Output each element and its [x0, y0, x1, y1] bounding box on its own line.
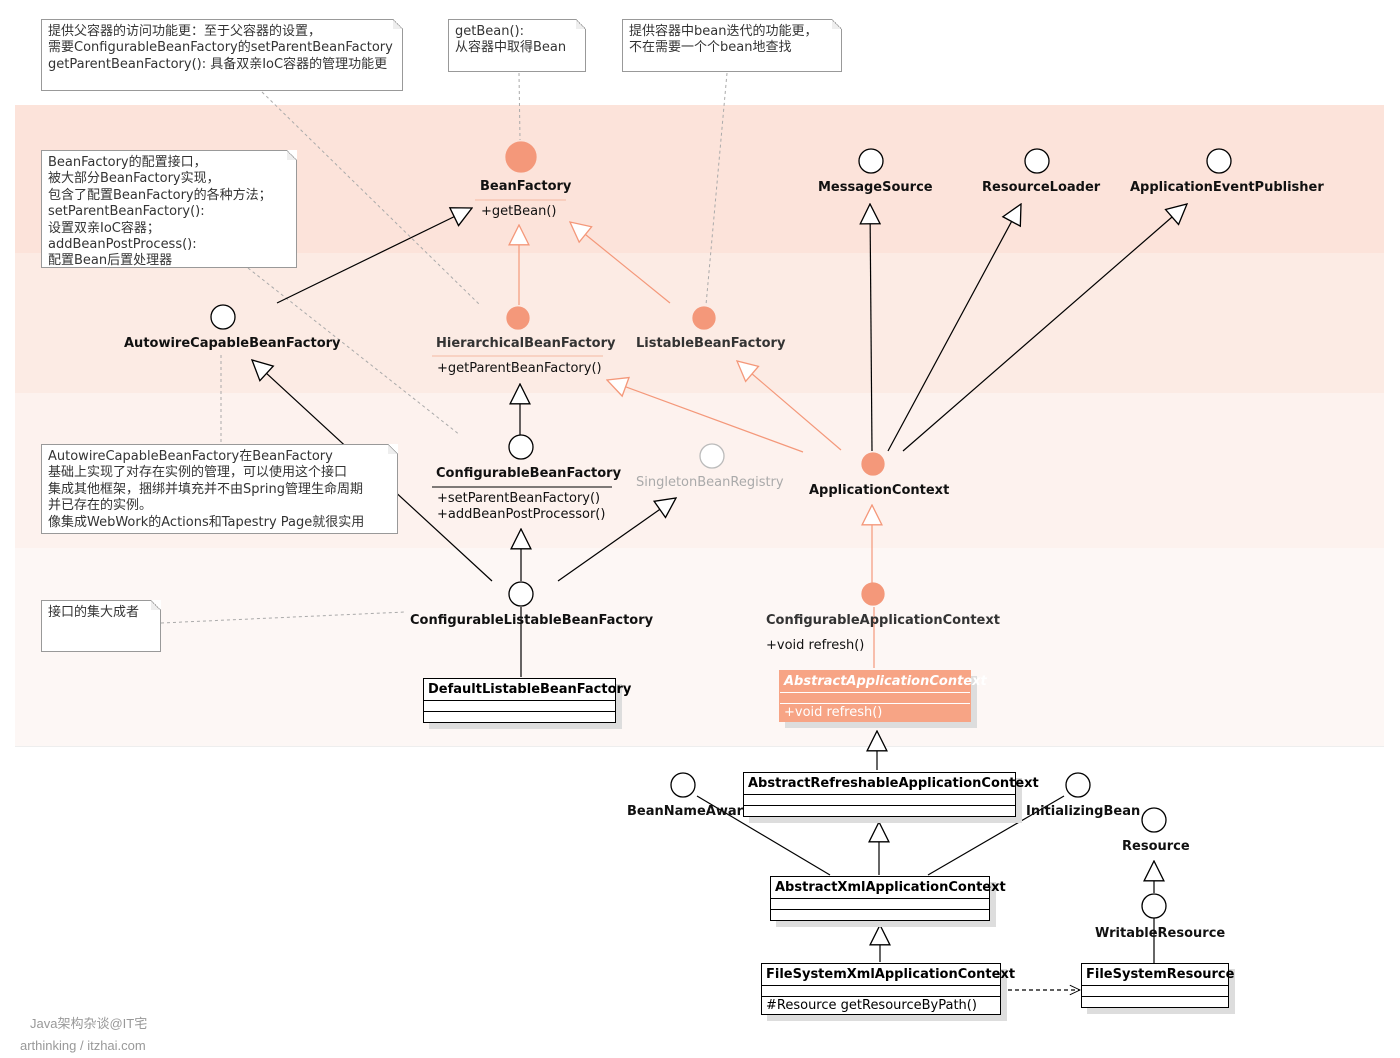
default-listable-name: DefaultListableBeanFactory — [424, 679, 631, 701]
watermark-line1: Java架构杂谈@IT宅 — [30, 1016, 148, 1031]
configurableappctx-label: ConfigurableApplicationContext — [766, 613, 1000, 628]
configurablelistable-label: ConfigurableListableBeanFactory — [410, 613, 654, 628]
fs-xml-attrs — [762, 986, 1000, 997]
fs-resource-ops — [1082, 997, 1228, 1007]
abstract-refreshable-name: AbstractRefreshableApplicationContext — [744, 773, 1039, 795]
resourceloader-circle — [1024, 148, 1050, 174]
band-fourth — [15, 548, 1384, 747]
listable-label: ListableBeanFactory — [636, 336, 786, 351]
fs-xml-name: FileSystemXmlApplicationContext — [762, 964, 1015, 986]
appcontext-circle — [861, 452, 885, 476]
hierarchical-label: HierarchicalBeanFactory — [436, 336, 616, 351]
watermark-line2: arthinking / itzhai.com — [20, 1038, 146, 1053]
class-default-listable: DefaultListableBeanFactory — [423, 678, 631, 723]
class-fs-xml: FileSystemXmlApplicationContext #Resourc… — [761, 963, 1015, 1015]
beanfactory-label: BeanFactory — [480, 179, 572, 194]
singletonregistry-label: SingletonBeanRegistry — [636, 475, 784, 490]
abstract-app-ctx-op: +void refresh() — [784, 705, 883, 720]
initializingbean-circle — [1065, 772, 1091, 798]
autowire-label: AutowireCapableBeanFactory — [124, 336, 341, 351]
fs-resource-attrs — [1082, 986, 1228, 997]
configurablelistable-circle — [508, 581, 534, 607]
hierarchical-circle — [506, 306, 530, 330]
beannameaware-label: BeanNameAware — [627, 804, 752, 819]
class-fs-resource: FileSystemResource — [1081, 963, 1234, 1008]
abstract-xml-attrs — [771, 899, 989, 910]
class-abstract-xml: AbstractXmlApplicationContext — [770, 876, 1006, 921]
fs-xml-op: #Resource getResourceByPath() — [766, 998, 977, 1013]
abstract-xml-name: AbstractXmlApplicationContext — [771, 877, 1006, 899]
messagesource-label: MessageSource — [818, 180, 933, 195]
appcontext-label: ApplicationContext — [809, 483, 950, 498]
abstract-refreshable-attrs — [744, 795, 1015, 806]
resource-label: Resource — [1122, 839, 1190, 854]
listable-circle — [692, 306, 716, 330]
note-iteration: 提供容器中bean迭代的功能更， 不在需要一个个bean地查找 — [622, 19, 842, 72]
note-getbean: getBean(): 从容器中取得Bean — [448, 19, 586, 72]
initializingbean-label: InitializingBean — [1026, 804, 1141, 819]
fs-resource-name: FileSystemResource — [1082, 964, 1234, 986]
configurableappctx-circle — [861, 582, 885, 606]
beannameaware-circle — [670, 772, 696, 798]
singletonregistry-circle — [699, 443, 725, 469]
abstract-app-ctx-name: AbstractApplicationContext — [780, 671, 987, 693]
note-autowire: AutowireCapableBeanFactory在BeanFactory 基… — [41, 444, 398, 534]
abstract-app-ctx-attrs — [780, 693, 970, 704]
writableresource-label: WritableResource — [1095, 926, 1226, 941]
configurableappctx-op: +void refresh() — [766, 638, 865, 653]
resource-circle — [1141, 807, 1167, 833]
configurablebf-circle — [508, 434, 534, 460]
hierarchical-op: +getParentBeanFactory() — [437, 361, 602, 376]
beanfactory-op: +getBean() — [481, 204, 557, 219]
class-abstract-refreshable: AbstractRefreshableApplicationContext — [743, 772, 1039, 817]
note-collector: 接口的集大成者 — [41, 600, 161, 652]
note-config-interface: BeanFactory的配置接口， 被大部分BeanFactory实现， 包含了… — [41, 150, 297, 268]
abstract-xml-ops — [771, 910, 989, 920]
beanfactory-circle — [505, 141, 537, 173]
configurablebf-op1: +setParentBeanFactory() — [437, 491, 601, 506]
default-listable-attrs — [424, 701, 615, 712]
appeventpublisher-circle — [1206, 148, 1232, 174]
appeventpublisher-label: ApplicationEventPublisher — [1130, 180, 1324, 195]
writableresource-circle — [1141, 893, 1167, 919]
class-abstract-app-ctx: AbstractApplicationContext +void refresh… — [779, 670, 987, 722]
resourceloader-label: ResourceLoader — [982, 180, 1101, 195]
configurablebf-label: ConfigurableBeanFactory — [436, 466, 622, 481]
abstract-refreshable-ops — [744, 806, 1015, 816]
autowire-circle — [210, 304, 236, 330]
note-parent-access: 提供父容器的访问功能更：至于父容器的设置， 需要ConfigurableBean… — [41, 19, 403, 91]
messagesource-circle — [858, 148, 884, 174]
configurablebf-op2: +addBeanPostProcessor() — [437, 507, 606, 522]
default-listable-ops — [424, 712, 615, 722]
